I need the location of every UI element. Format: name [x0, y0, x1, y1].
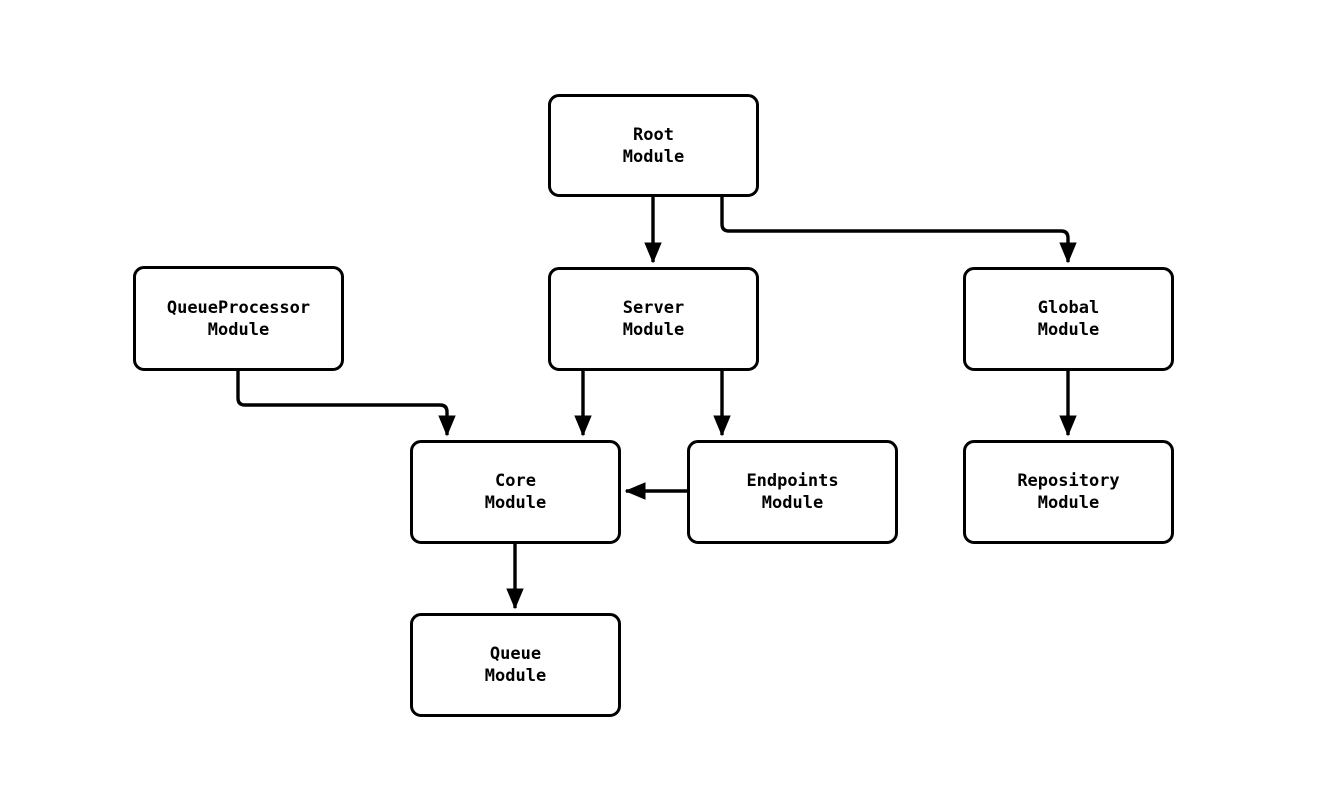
node-global-module-line1: Global	[1037, 298, 1100, 318]
node-server-module-line2: Module	[622, 320, 685, 340]
node-endpoints-module-line2: Module	[761, 493, 824, 513]
node-endpoints-module-line1: Endpoints	[746, 471, 839, 491]
node-queueprocessor-module-line1: QueueProcessor	[166, 297, 311, 318]
node-core-module-line1: Core	[495, 471, 536, 491]
node-repository-module[interactable]: Repository Module	[963, 440, 1174, 544]
node-repository-module-line2: Module	[1037, 493, 1100, 513]
node-global-module[interactable]: Global Module	[963, 267, 1174, 371]
node-root-module[interactable]: Root Module	[548, 94, 759, 197]
node-endpoints-module[interactable]: Endpoints Module	[687, 440, 898, 544]
edge-queueprocessor-core	[236, 371, 456, 437]
node-root-module-line2: Module	[622, 146, 685, 167]
node-core-module[interactable]: Core Module	[410, 440, 621, 544]
node-queue-module-line2: Module	[484, 666, 547, 686]
node-queue-module[interactable]: Queue Module	[410, 613, 621, 717]
node-server-module[interactable]: Server Module	[548, 267, 759, 371]
node-server-module-line1: Server	[622, 298, 685, 318]
node-queue-module-line1: Queue	[489, 644, 542, 664]
node-repository-module-line1: Repository	[1017, 471, 1120, 491]
edge-root-global	[720, 197, 1077, 264]
node-queueprocessor-module[interactable]: QueueProcessor Module	[133, 266, 344, 371]
node-core-module-line2: Module	[484, 493, 547, 513]
node-global-module-line2: Module	[1037, 320, 1100, 340]
node-root-module-line1: Root	[633, 124, 674, 145]
node-queueprocessor-module-line2: Module	[207, 319, 270, 340]
